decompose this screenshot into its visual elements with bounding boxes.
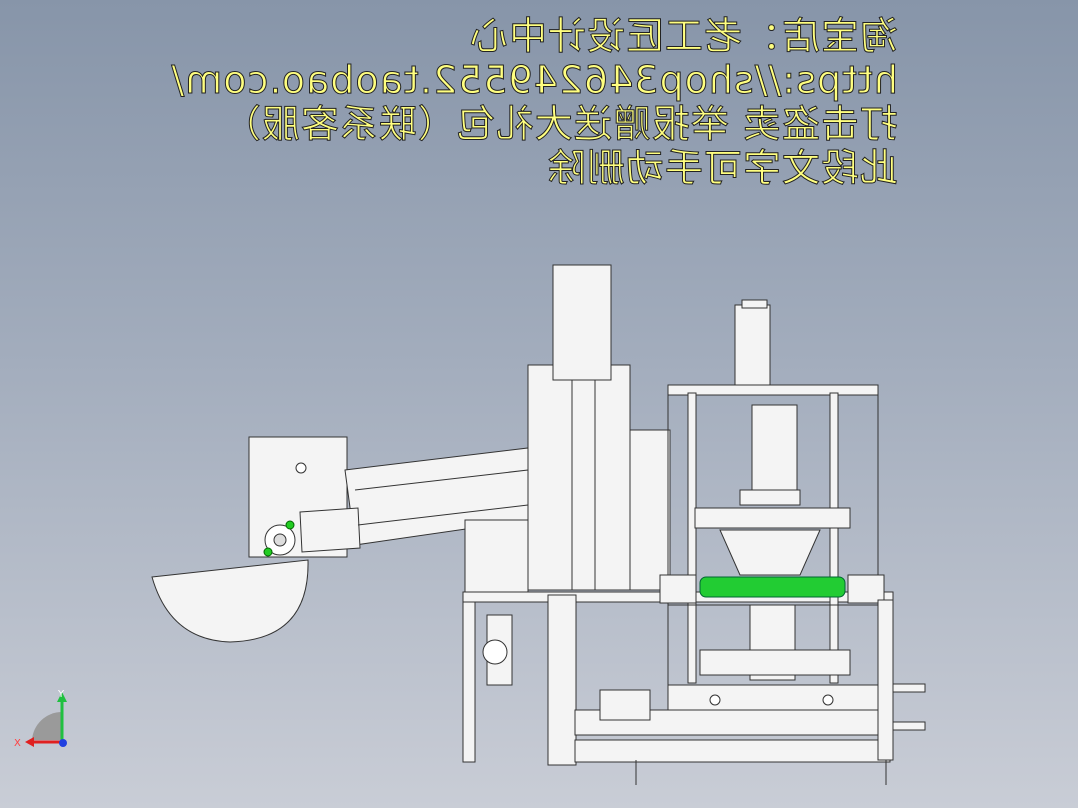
green-roller [699, 576, 846, 598]
y-axis-label: Y [57, 689, 65, 700]
x-axis-label: X [14, 738, 21, 749]
column-top [552, 264, 612, 381]
cylinder-top [734, 304, 771, 386]
column [527, 364, 631, 591]
machine-model [151, 264, 926, 785]
axis-triad: Y X [14, 689, 67, 749]
triad-plane [32, 711, 62, 740]
cylinder-body [751, 404, 798, 491]
hopper-bowl [151, 559, 309, 643]
